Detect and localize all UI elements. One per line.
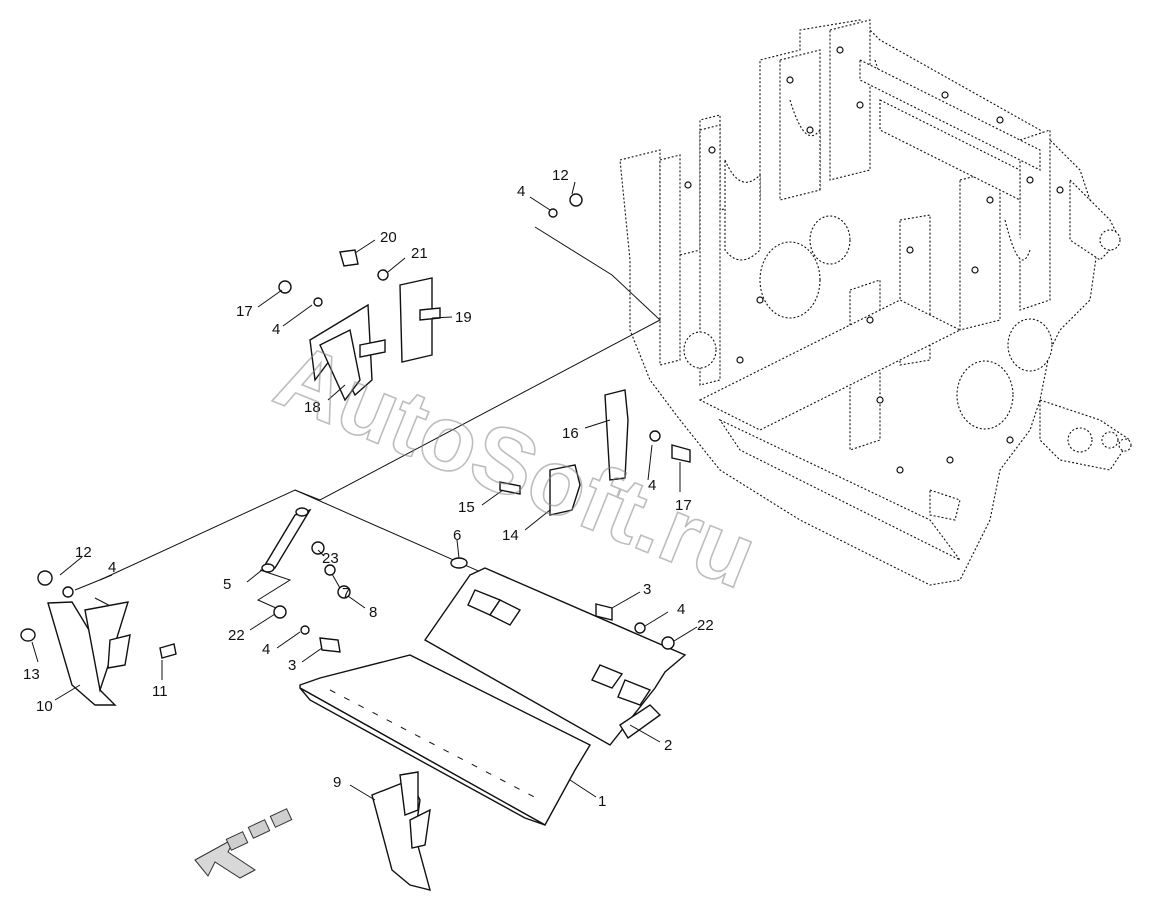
callout-3: 3 [643, 581, 651, 598]
part-19-plate [339, 249, 441, 363]
callout-22: 22 [228, 627, 245, 644]
hardware-cluster-right [450, 557, 675, 650]
part-9-bracket [371, 771, 431, 891]
part-14-bracket [499, 464, 581, 516]
main-frame [619, 19, 1132, 586]
callout-4: 4 [262, 641, 270, 658]
callout-17: 17 [675, 497, 692, 514]
callout-6: 6 [453, 527, 461, 544]
callout-10: 10 [36, 698, 53, 715]
callout-14: 14 [502, 527, 519, 544]
callout-4: 4 [108, 559, 116, 576]
callout-16: 16 [562, 425, 579, 442]
callout-20: 20 [380, 229, 397, 246]
part-16-bracket [604, 389, 691, 481]
callout-21: 21 [411, 245, 428, 262]
part-1-lower-shield [299, 654, 591, 826]
callout-2: 2 [664, 737, 672, 754]
callout-1: 1 [598, 793, 606, 810]
callout-5: 5 [223, 576, 231, 593]
callout-23: 23 [322, 550, 339, 567]
part-2-upper-plate [423, 567, 687, 746]
part-18-shield [278, 280, 373, 402]
callout-7: 7 [342, 585, 350, 602]
callout-4: 4 [517, 183, 525, 200]
callout-3: 3 [288, 657, 296, 674]
callout-labels: 1 2 3 3 4 4 4 4 4 4 5 6 7 8 9 10 11 12 1… [23, 167, 714, 810]
callout-15: 15 [458, 499, 475, 516]
callout-19: 19 [455, 309, 472, 326]
callout-8: 8 [369, 604, 377, 621]
callout-22: 22 [697, 617, 714, 634]
callout-17: 17 [236, 303, 253, 320]
callout-12: 12 [552, 167, 569, 184]
callout-leaders [31, 181, 698, 801]
direction-arrow-icon [194, 808, 293, 879]
callout-4: 4 [648, 477, 656, 494]
callout-13: 13 [23, 666, 40, 683]
hardware-cluster-5 [273, 541, 351, 653]
part-5-rod [260, 507, 312, 573]
callout-12: 12 [75, 544, 92, 561]
callout-4: 4 [677, 601, 685, 618]
part-10-left-bracket [20, 570, 177, 706]
hardware-top [548, 193, 583, 218]
callout-9: 9 [333, 774, 341, 791]
callout-4: 4 [272, 321, 280, 338]
frame-holes [684, 46, 1064, 474]
callout-18: 18 [304, 399, 321, 416]
callout-11: 11 [152, 683, 168, 700]
